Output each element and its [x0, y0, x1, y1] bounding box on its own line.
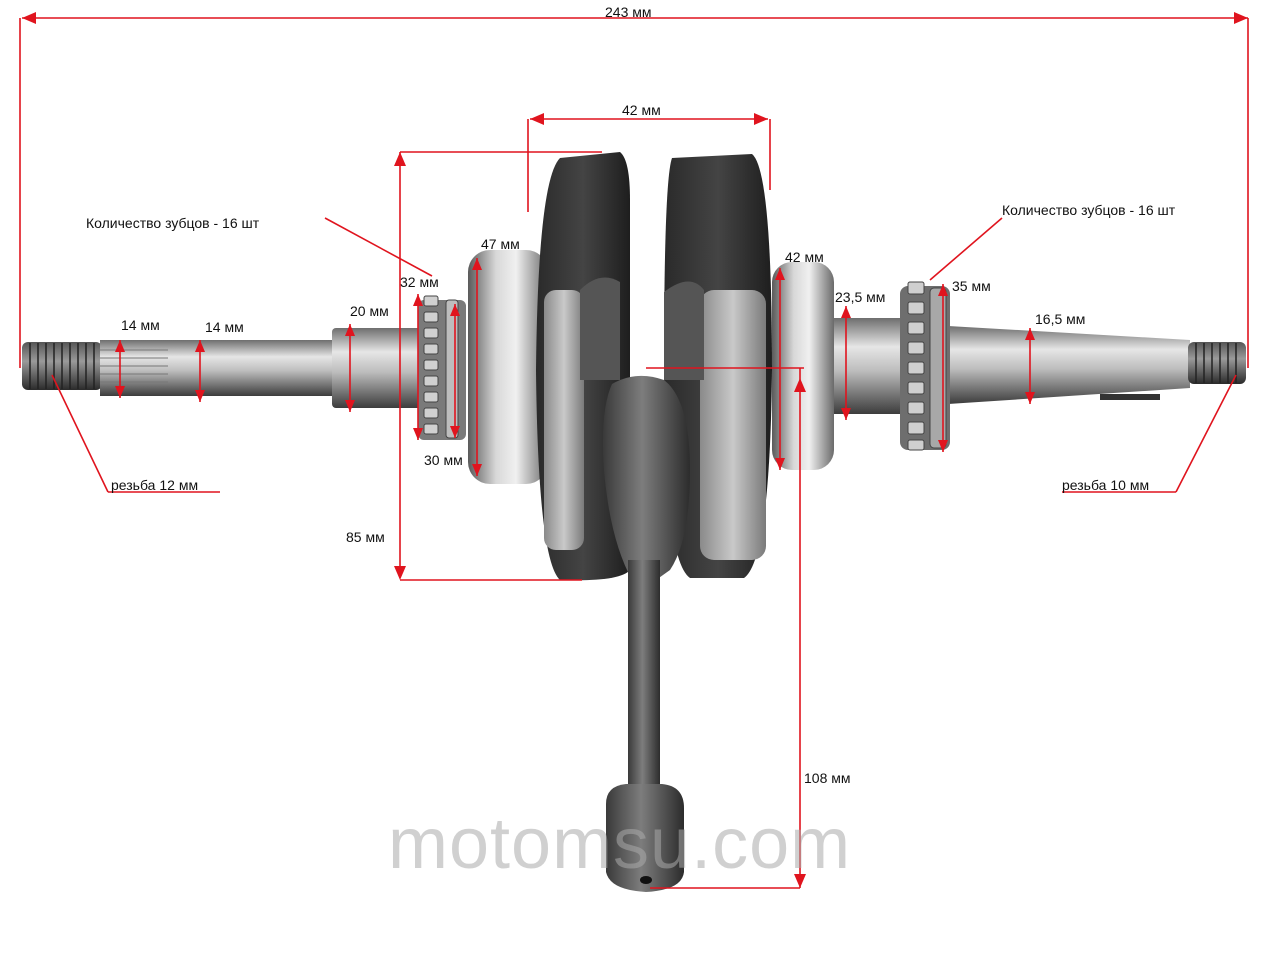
- spline-1-label: 14 мм: [121, 317, 160, 333]
- right-journal: [830, 318, 910, 414]
- web-gap-label: 42 мм: [622, 102, 661, 118]
- sprocket-left-label: 32 мм: [400, 274, 439, 290]
- left-journal: [332, 328, 422, 408]
- journal-left-label: 20 мм: [350, 303, 389, 319]
- total-length-label: 243 мм: [605, 4, 652, 20]
- teeth-left-label: Количество зубцов - 16 шт: [86, 215, 260, 231]
- left-sprocket: [418, 295, 466, 440]
- connecting-rod: [603, 375, 690, 892]
- sprocket-right-label: 35 мм: [952, 278, 991, 294]
- teeth-right-label: Количество зубцов - 16 шт: [1002, 202, 1176, 218]
- left-shaft: [168, 340, 340, 396]
- web-radius-label: 85 мм: [346, 529, 385, 545]
- right-bearing-label: 42 мм: [785, 249, 824, 265]
- thread-right-label: резьба 10 мм: [1062, 477, 1150, 493]
- dimension-arrowheads: [22, 12, 1248, 888]
- spline-2-label: 14 мм: [205, 319, 244, 335]
- thread-left-label: резьба 12 мм: [111, 477, 199, 493]
- right-sprocket: [900, 281, 950, 451]
- right-web: [664, 154, 772, 578]
- journal-right-label: 23,5 мм: [835, 289, 886, 305]
- key-slot: [1100, 394, 1160, 400]
- left-thread-ridges: [29, 343, 95, 389]
- left-spline: [100, 340, 170, 396]
- left-bearing-label: 47 мм: [481, 236, 520, 252]
- right-taper: [948, 326, 1190, 404]
- hub-left-label: 30 мм: [424, 452, 463, 468]
- left-bearing: [468, 250, 548, 484]
- rod-length-label: 108 мм: [804, 770, 851, 786]
- right-thread: [1188, 342, 1246, 384]
- right-bearing: [772, 262, 834, 470]
- taper-label: 16,5 мм: [1035, 311, 1086, 327]
- watermark: motomsu.com: [388, 804, 852, 884]
